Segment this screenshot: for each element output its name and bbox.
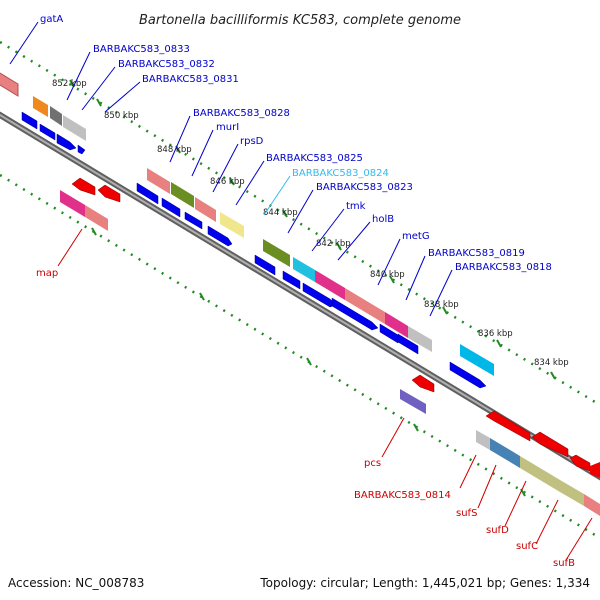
label-gatA[interactable]: gatA [40, 14, 63, 25]
kbp-label-836: 836 kbp [478, 329, 513, 339]
gene-tmk[interactable] [293, 257, 315, 282]
gene-0818[interactable] [408, 326, 432, 352]
major-ticks [69, 79, 556, 497]
gene-sufB[interactable] [584, 494, 600, 516]
gene-0823[interactable] [263, 239, 290, 267]
genome-summary-text: Topology: circular; Length: 1,445,021 bp… [259, 576, 590, 590]
gene-sufD[interactable] [520, 456, 560, 492]
kbp-label-852: 852 kbp [52, 79, 87, 89]
gene-murI[interactable] [171, 182, 194, 208]
kbp-label-850: 850 kbp [104, 111, 139, 121]
gene-0832[interactable] [50, 106, 62, 126]
label-0823[interactable]: BARBAKC583_0823 [316, 182, 413, 193]
label-0828[interactable]: BARBAKC583_0828 [193, 108, 290, 119]
label-0833[interactable]: BARBAKC583_0833 [93, 44, 190, 55]
kbp-label-834: 834 kbp [534, 358, 569, 368]
label-0832[interactable]: BARBAKC583_0832 [118, 59, 215, 70]
label-0824[interactable]: BARBAKC583_0824 [292, 168, 389, 179]
label-0825[interactable]: BARBAKC583_0825 [266, 153, 363, 164]
forward-gene-features [0, 70, 494, 376]
label-murI[interactable]: murI [216, 122, 239, 133]
label-0814[interactable]: BARBAKC583_0814 [354, 490, 451, 501]
label-sufB[interactable]: sufB [553, 558, 575, 569]
forward-arrows [21, 111, 487, 389]
label-tmk[interactable]: tmk [346, 201, 366, 212]
label-sufC[interactable]: sufC [516, 541, 538, 552]
gene-0831[interactable] [63, 115, 86, 141]
gene-holB[interactable] [315, 270, 345, 300]
gene-map[interactable] [60, 190, 85, 217]
reverse-gene-labels: map pcs BARBAKC583_0814 sufS sufD sufC s… [36, 268, 575, 569]
gene-0814[interactable] [476, 430, 490, 450]
kbp-label-846: 846 kbp [210, 177, 245, 187]
label-sufS[interactable]: sufS [456, 508, 477, 519]
gene-sufS[interactable] [490, 438, 520, 468]
accession-text: Accession: NC_008783 [8, 576, 144, 590]
gene-0828[interactable] [147, 168, 170, 194]
label-0819[interactable]: BARBAKC583_0819 [428, 248, 525, 259]
leader-lines [9, 21, 593, 561]
gene-0833[interactable] [33, 96, 48, 117]
kbp-label-838: 838 kbp [424, 300, 459, 310]
outer-tick-track [0, 40, 600, 407]
kbp-label-840: 840 kbp [370, 270, 405, 280]
gene-0819[interactable] [385, 312, 408, 338]
reverse-gene-features [60, 177, 600, 516]
label-metG[interactable]: metG [402, 231, 430, 242]
label-0818[interactable]: BARBAKC583_0818 [455, 262, 552, 273]
gene-gatA[interactable] [0, 70, 19, 97]
gene-0824-highlight[interactable] [460, 344, 494, 376]
gene-metG[interactable] [345, 288, 385, 324]
map-title: Bartonella bacilliformis KC583, complete… [139, 13, 461, 28]
inner-tick-track [0, 173, 600, 540]
label-map[interactable]: map [36, 268, 58, 279]
kbp-label-848: 848 kbp [157, 145, 192, 155]
label-sufD[interactable]: sufD [486, 525, 509, 536]
gene-0825[interactable] [220, 212, 244, 238]
forward-gene-labels: gatA BARBAKC583_0833 BARBAKC583_0832 BAR… [40, 14, 552, 273]
label-holB[interactable]: holB [372, 214, 394, 225]
gene-pcs[interactable] [400, 389, 426, 414]
gene-sufC[interactable] [560, 480, 584, 506]
kbp-label-844: 844 kbp [263, 208, 298, 218]
kbp-label-842: 842 kbp [316, 239, 351, 249]
label-0831[interactable]: BARBAKC583_0831 [142, 74, 239, 85]
label-pcs[interactable]: pcs [364, 458, 381, 469]
label-rpsD[interactable]: rpsD [240, 136, 264, 147]
gene-rpsD[interactable] [195, 197, 216, 222]
